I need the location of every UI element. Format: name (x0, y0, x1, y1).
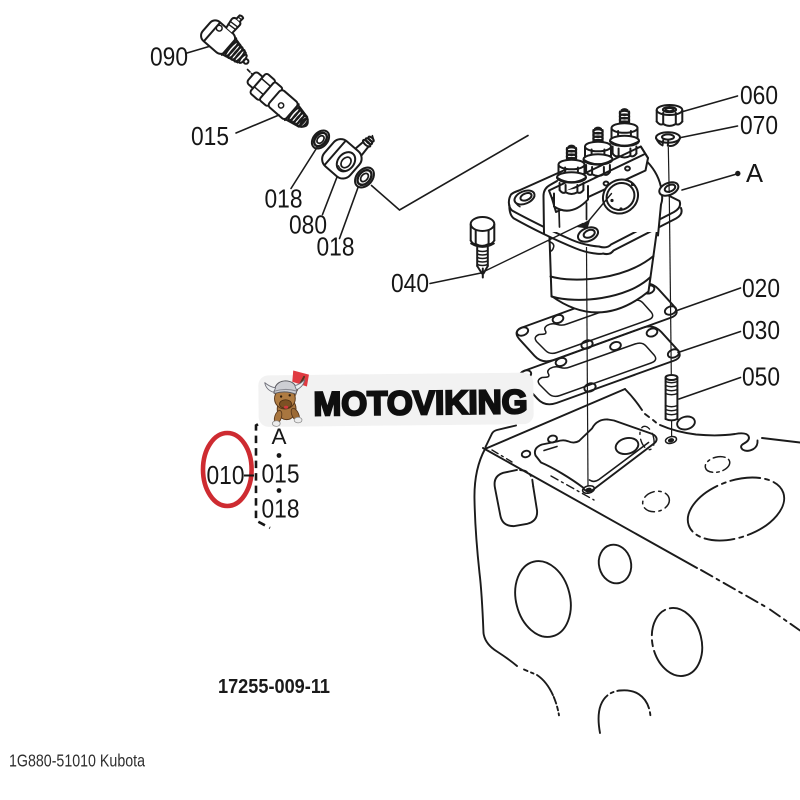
svg-text:070: 070 (740, 112, 778, 140)
svg-text:A: A (746, 160, 763, 188)
svg-text:015: 015 (191, 123, 229, 151)
svg-text:080: 080 (289, 212, 327, 240)
svg-text:010: 010 (207, 462, 245, 490)
svg-text:090: 090 (150, 44, 188, 72)
svg-text:A: A (272, 424, 287, 449)
svg-text:MOTOVIKING: MOTOVIKING (313, 384, 527, 423)
svg-text:050: 050 (742, 364, 780, 392)
svg-text:018: 018 (262, 496, 300, 524)
svg-text:020: 020 (742, 275, 780, 303)
svg-text:040: 040 (391, 270, 429, 298)
svg-text:1G880-51010 Kubota: 1G880-51010 Kubota (9, 751, 145, 771)
svg-text:015: 015 (262, 461, 300, 489)
svg-text:018: 018 (265, 186, 303, 214)
svg-text:060: 060 (740, 82, 778, 110)
svg-text:030: 030 (742, 317, 780, 345)
svg-text:17255-009-11: 17255-009-11 (218, 676, 330, 698)
svg-text:018: 018 (317, 234, 355, 262)
